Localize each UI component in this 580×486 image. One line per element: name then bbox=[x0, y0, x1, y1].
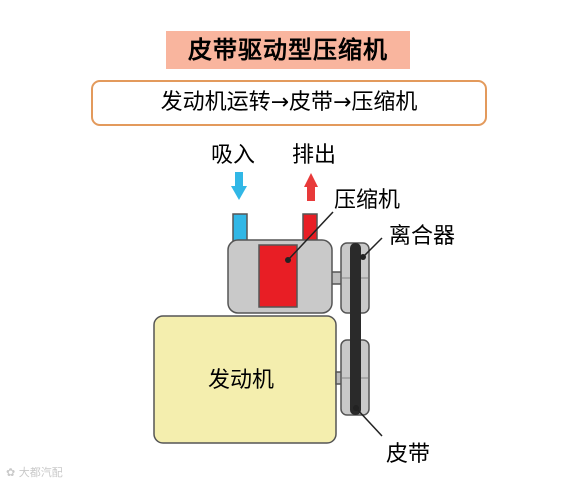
watermark-icon: ✿ bbox=[6, 466, 16, 479]
watermark: ✿ 大都汽配 bbox=[6, 464, 63, 480]
belt-label: 皮带 bbox=[386, 442, 431, 467]
exhaust-pipe bbox=[302, 213, 318, 243]
engine-label: 发动机 bbox=[208, 368, 275, 393]
diagram-title: 皮带驱动型压缩机 bbox=[166, 31, 410, 69]
flow-description: 发动机运转→皮带→压缩机 bbox=[91, 80, 487, 126]
exhaust-arrow bbox=[304, 173, 318, 201]
compressor-label: 压缩机 bbox=[334, 188, 401, 213]
watermark-text: 大都汽配 bbox=[18, 466, 63, 479]
compressor-leader-dot bbox=[285, 257, 291, 263]
clutch-leader-line bbox=[362, 237, 383, 258]
clutch-label: 离合器 bbox=[389, 224, 456, 249]
belt-leader-line bbox=[355, 407, 383, 437]
belt bbox=[350, 243, 361, 415]
compressor-piston bbox=[258, 244, 298, 308]
intake-arrow bbox=[231, 172, 247, 200]
exhaust-label: 排出 bbox=[292, 143, 337, 168]
clutch-leader-dot bbox=[360, 254, 366, 260]
compressor-leader-line bbox=[287, 211, 334, 261]
intake-label: 吸入 bbox=[211, 143, 256, 168]
intake-pipe bbox=[232, 213, 248, 243]
belt-leader-dot bbox=[353, 405, 359, 411]
